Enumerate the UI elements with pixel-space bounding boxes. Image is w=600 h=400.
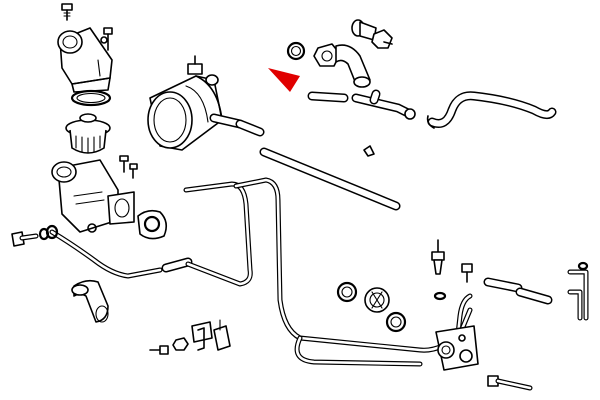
pipe-to-block [455,293,473,337]
bolt-thermostat-right-2 [129,163,138,179]
union-nut [313,43,341,67]
short-hose-sleeve [235,119,265,137]
long-bolt-lower-right [487,375,533,391]
bolt-thermostat-right-1 [119,155,129,173]
large-curved-hose [426,91,557,129]
bolt-left [11,231,39,247]
temperature-sensor [431,239,445,275]
red-pointer-arrow-icon [268,68,300,92]
bracket-plate-bottom [213,319,231,351]
nut-bottom-center [172,337,189,351]
elbow-fitting-top [335,44,371,88]
thermostat-small [364,287,390,313]
sealing-ring-top [286,41,306,61]
sensor-bolt-right [461,263,473,283]
gasket-ring-upper [70,89,112,107]
sealing-ring-mid-left [336,281,358,303]
right-hose-pair [483,277,553,305]
flange-gasket [137,209,168,240]
bypass-pipe-left [45,224,163,279]
small-washer-right [433,291,447,301]
short-hose-top [307,91,349,103]
small-clip-center [363,145,375,157]
right-pipe-ends [567,261,589,321]
bolt-housing-right [103,27,113,51]
screw-bottom-center [149,345,169,355]
plug-bolt-top [351,19,377,41]
thermostat-housing-upper [57,27,113,93]
clip-bracket-bottom [191,321,213,351]
t-connector-pipe [351,89,416,120]
bolt-top-left [61,3,73,21]
straight-hose-diagonal [259,147,401,211]
hose-connector-left [161,257,193,273]
threaded-plug-top [371,29,393,49]
coolant-pipe-return [294,335,423,367]
coolant-canister [147,55,223,151]
thermostat [65,113,111,154]
curved-hose-lower-left [71,279,109,323]
coolant-pipe-long [183,181,253,287]
thermostat-housing-lower [51,159,135,233]
sealing-ring-mid-right [385,311,407,333]
distribution-block [435,325,479,371]
